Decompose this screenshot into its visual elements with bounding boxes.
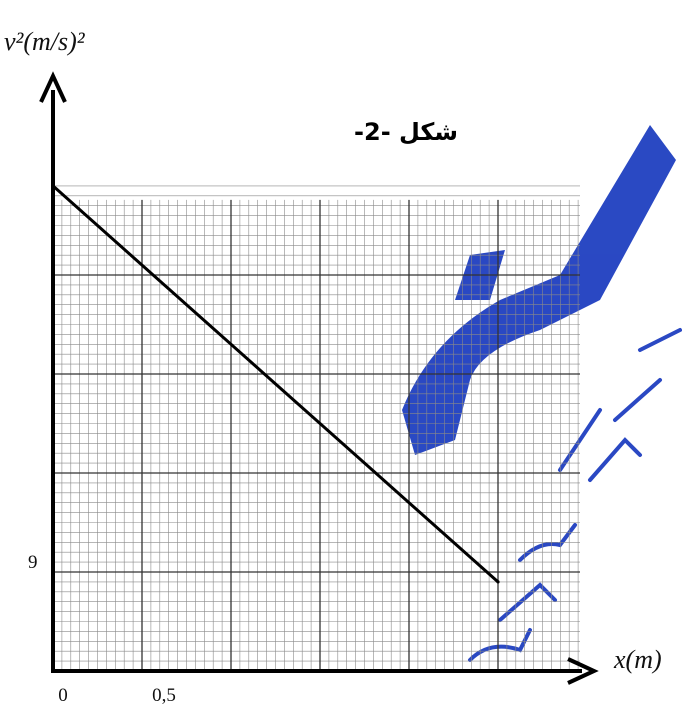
watermark-script (468, 328, 682, 662)
x-tick-label: 0,5 (152, 685, 176, 706)
series-layer (51, 184, 500, 584)
figure-annotation: شكل -2- (354, 118, 458, 146)
y-axis-title: v²(m/s)² (4, 27, 86, 56)
grid-major (52, 199, 580, 672)
y-tick-label: 9 (28, 552, 38, 573)
series-point (496, 580, 500, 584)
y-axis-arrow (39, 71, 67, 103)
x-tick-label: 0 (58, 685, 68, 706)
watermark-stroke-main (402, 125, 676, 455)
series-line (52, 184, 499, 584)
annotation-box: شكل -2- (312, 97, 500, 164)
x-axis-title: x(m) (613, 645, 662, 674)
watermark-logo (402, 125, 682, 662)
x-axis-arrow (567, 657, 599, 685)
grid-minor (53, 185, 580, 671)
series-point (51, 184, 55, 188)
